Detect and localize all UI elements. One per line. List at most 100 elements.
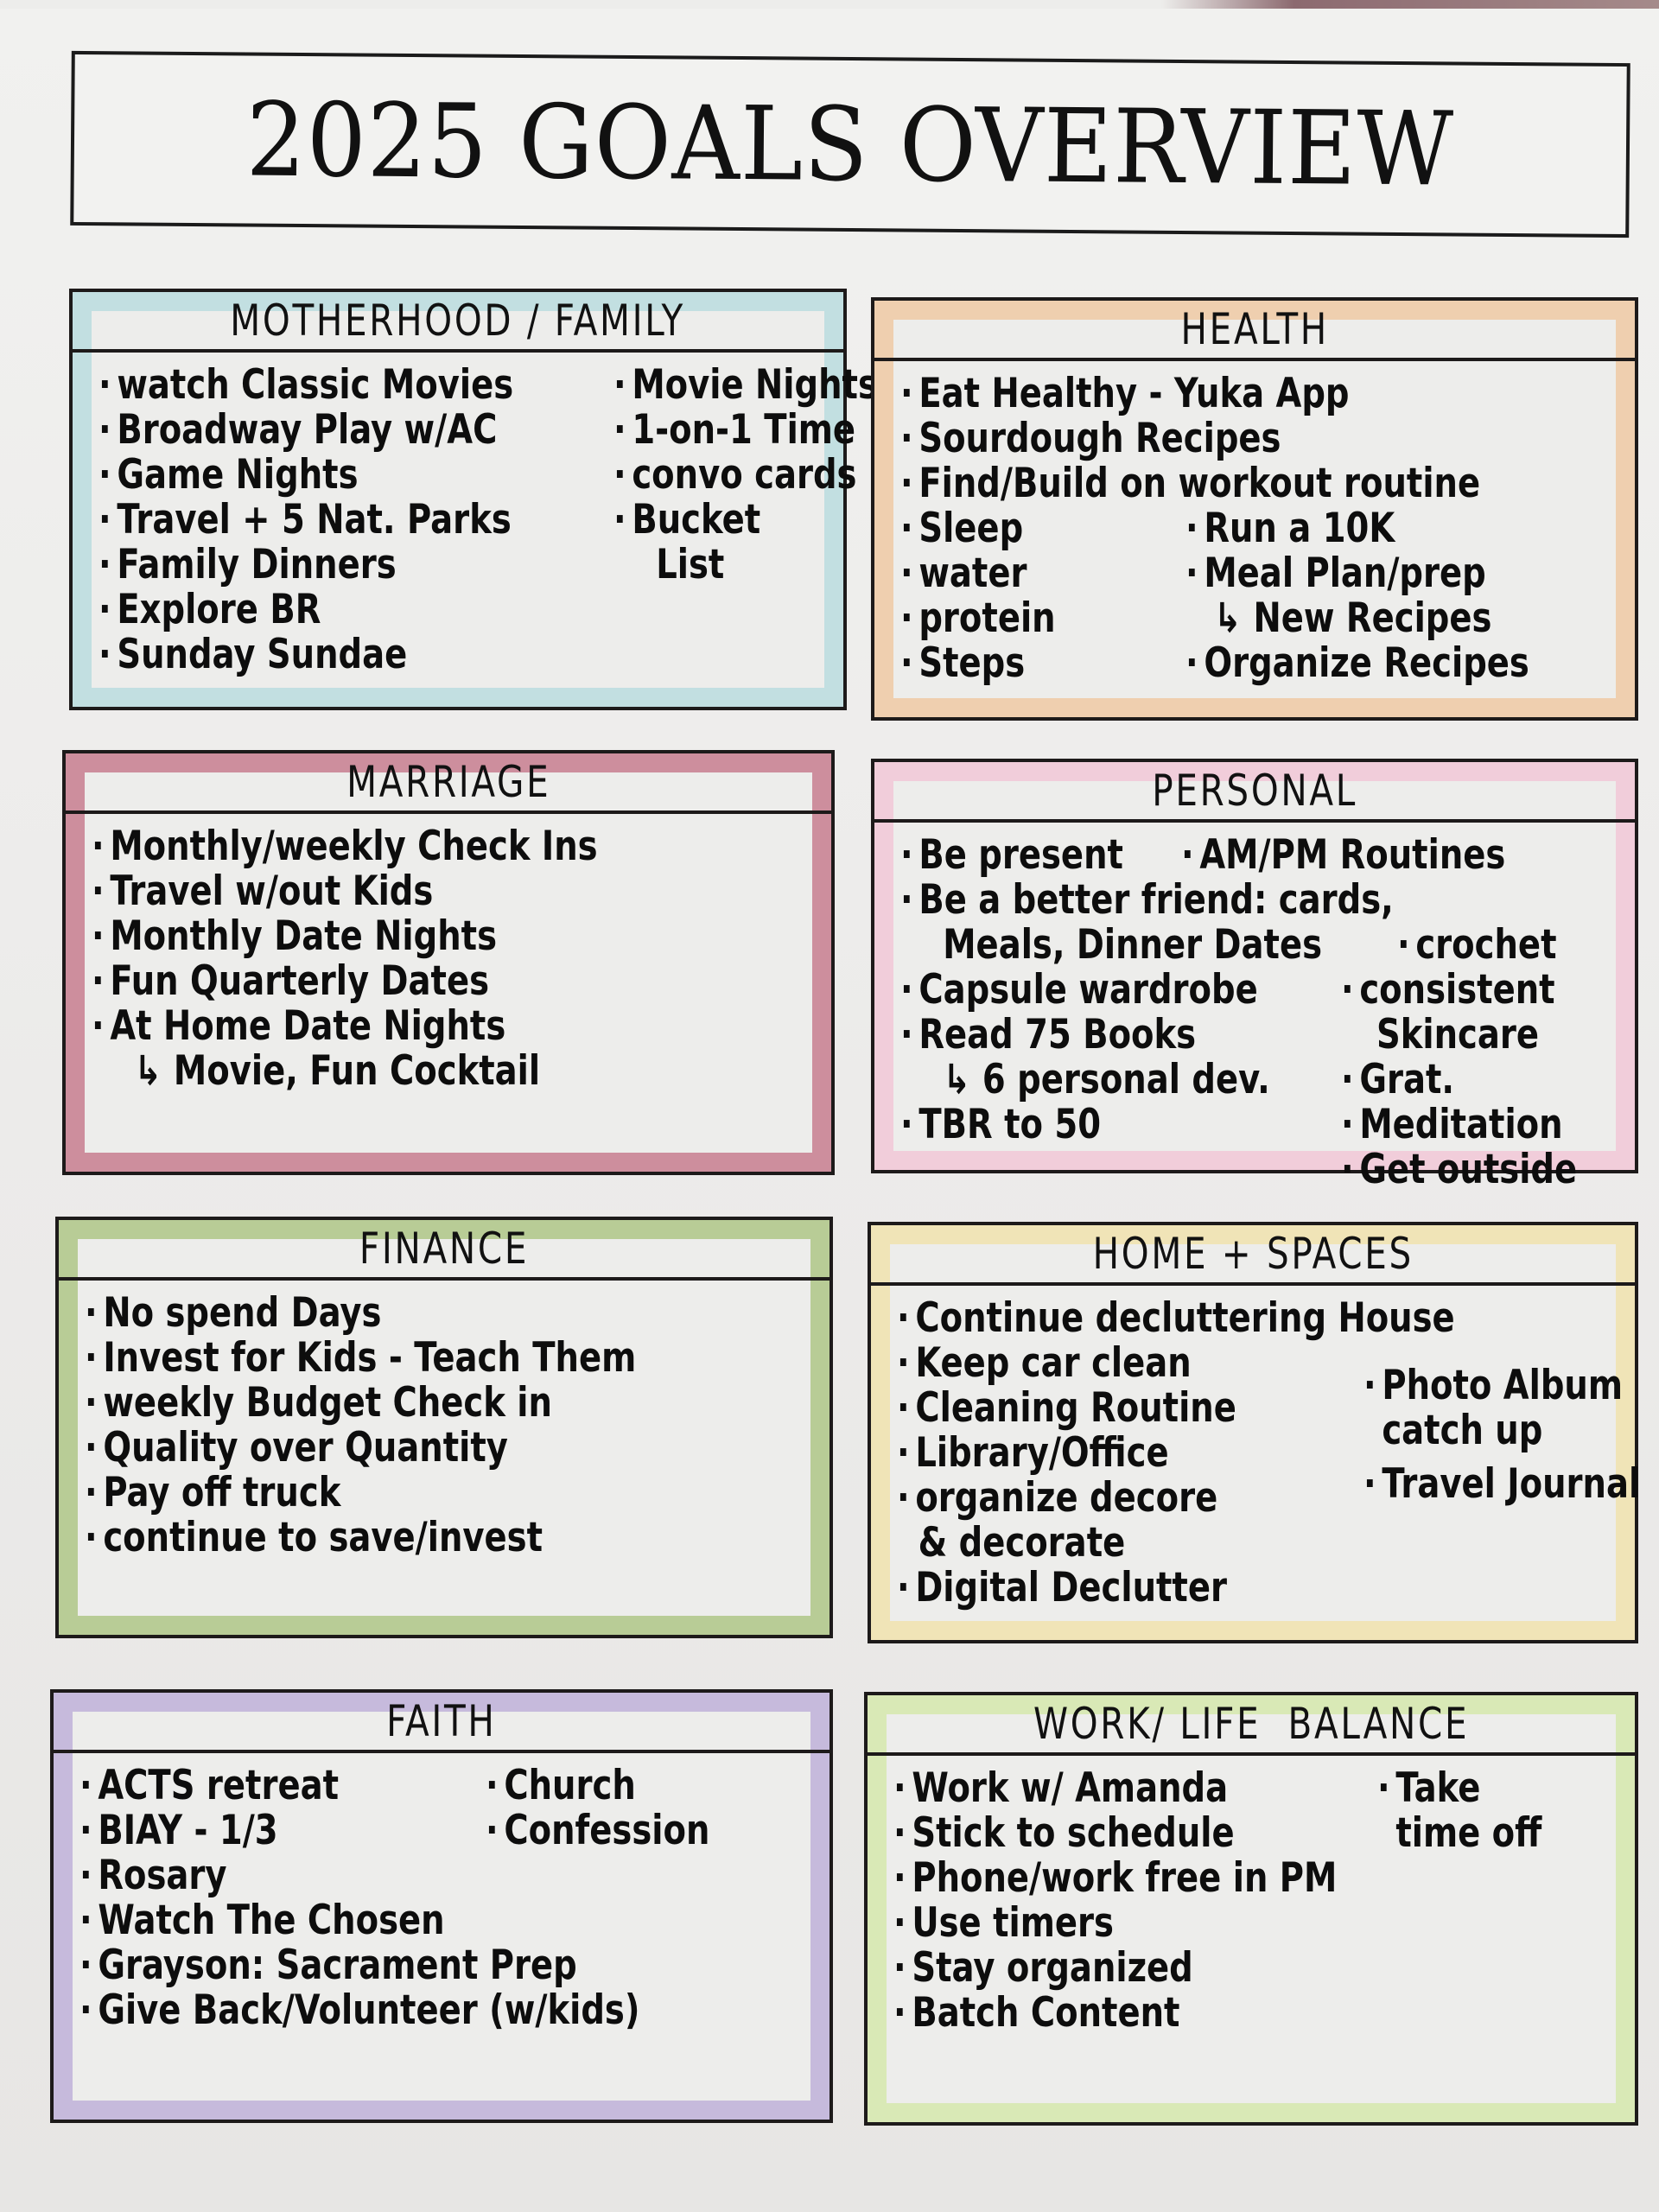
- card-header: MARRIAGE: [66, 753, 831, 814]
- goal-item: ·At Home Date Nights: [92, 1002, 506, 1050]
- goal-item: ·Confession: [486, 1807, 710, 1854]
- goal-item-continued: catch up: [1382, 1407, 1543, 1454]
- goal-item: ·Stick to schedule: [893, 1809, 1235, 1857]
- goal-item: ·Meditation: [1341, 1101, 1563, 1148]
- card-header: FAITH: [54, 1693, 830, 1753]
- card-header: PERSONAL: [874, 762, 1635, 823]
- goal-item: ·Phone/work free in PM: [893, 1854, 1338, 1902]
- card-personal: PERSONAL ·Be present ·AM/PM Routines ·Be…: [871, 759, 1638, 1192]
- goal-item: ·Sleep: [900, 505, 1024, 552]
- card-title: PERSONAL: [1152, 766, 1357, 816]
- card-work-life-balance: WORK/ LIFE BALANCE ·Work w/ Amanda ·Stic…: [864, 1692, 1638, 2126]
- goal-item: ·water: [900, 550, 1027, 597]
- card-header: WORK/ LIFE BALANCE: [868, 1695, 1635, 1756]
- goal-item: ·Explore BR: [99, 586, 321, 633]
- card-title: HEALTH: [1180, 304, 1329, 354]
- goal-item: ·Steps: [900, 639, 1026, 687]
- goal-item: ·weekly Budget Check in: [85, 1379, 552, 1427]
- goal-item: ·protein: [900, 594, 1056, 642]
- card-title: FINANCE: [359, 1224, 530, 1274]
- card-title: MOTHERHOOD / FAMILY: [230, 296, 686, 346]
- card-title: WORK/ LIFE BALANCE: [1033, 1699, 1470, 1749]
- card-motherhood-family: MOTHERHOOD / FAMILY ·watch Classic Movie…: [69, 289, 877, 710]
- card-header: MOTHERHOOD / FAMILY: [73, 292, 843, 353]
- card-faith: FAITH ·ACTS retreat ·BIAY - 1/3 ·Church …: [50, 1689, 833, 2123]
- goal-item: ·Church: [486, 1762, 636, 1809]
- goal-item: ·Read 75 Books: [900, 1011, 1197, 1058]
- card-title: MARRIAGE: [346, 757, 551, 807]
- card-header: HEALTH: [874, 301, 1635, 361]
- goal-item: ·Invest for Kids - Teach Them: [85, 1334, 637, 1382]
- goal-subitem: ↳ 6 personal dev.: [943, 1056, 1270, 1103]
- card-title: FAITH: [386, 1696, 497, 1746]
- goal-item: ·Keep car clean: [897, 1339, 1192, 1387]
- goal-item: ·Stay organized: [893, 1944, 1193, 1992]
- goal-item: ·ACTS retreat: [79, 1762, 340, 1809]
- goal-item: ·AM/PM Routines: [1180, 831, 1505, 879]
- card-header: FINANCE: [59, 1220, 830, 1281]
- goal-item: ·No spend Days: [85, 1289, 382, 1337]
- goal-item: ·Grayson: Sacrament Prep: [79, 1942, 577, 1989]
- goal-item: ·Get outside: [1341, 1146, 1578, 1193]
- goal-item: ·Sourdough Recipes: [900, 415, 1281, 462]
- goal-item: ·Broadway Play w/AC: [99, 406, 498, 454]
- page-title: 2025 GOALS OVERVIEW: [245, 79, 1455, 209]
- goal-item: ·Photo Album: [1363, 1362, 1624, 1409]
- goal-item: ·Bucket: [613, 496, 760, 543]
- goal-item-continued: Meals, Dinner Dates: [943, 921, 1323, 969]
- goal-item: ·Game Nights: [99, 451, 359, 499]
- goal-item: ·Rosary: [79, 1852, 227, 1899]
- goal-item: ·Sunday Sundae: [99, 631, 408, 678]
- goal-item: ·Give Back/Volunteer (w/kids): [79, 1986, 640, 2034]
- goal-item: ·Run a 10K: [1185, 505, 1395, 552]
- goal-item: ·Watch The Chosen: [79, 1897, 445, 1944]
- goal-item: ·Batch Content: [893, 1989, 1180, 2037]
- goal-item: ·convo cards: [613, 451, 857, 499]
- goal-item: ·Pay off truck: [85, 1469, 341, 1516]
- goal-item: ·Fun Quarterly Dates: [92, 957, 490, 1005]
- goal-item: ·Quality over Quantity: [85, 1424, 508, 1471]
- goal-item: ·Family Dinners: [99, 541, 397, 588]
- goal-item: ·1-on-1 Time: [613, 406, 855, 454]
- goal-item-continued: & decorate: [918, 1519, 1126, 1567]
- goal-item-continued: time off: [1395, 1809, 1542, 1857]
- goal-item: ·crochet: [1397, 921, 1557, 969]
- goal-item: ·Organize Recipes: [1185, 639, 1529, 687]
- goal-item: ·organize decore: [897, 1474, 1218, 1522]
- goal-item: ·TBR to 50: [900, 1101, 1102, 1148]
- goal-item: ·Monthly/weekly Check Ins: [92, 823, 598, 870]
- goal-item: ·watch Classic Movies: [99, 361, 514, 409]
- goal-item: ·Eat Healthy - Yuka App: [900, 370, 1350, 417]
- card-home-spaces: HOME + SPACES ·Continue decluttering Hou…: [868, 1222, 1641, 1643]
- goal-item: ·Travel w/out Kids: [92, 868, 434, 915]
- goal-item: ·Capsule wardrobe: [900, 966, 1258, 1014]
- goal-item: ·Cleaning Routine: [897, 1384, 1236, 1432]
- goal-item: ·consistent: [1341, 966, 1555, 1014]
- goal-item-continued: Skincare: [1376, 1011, 1540, 1058]
- goal-item: ·Find/Build on workout routine: [900, 460, 1481, 507]
- goal-item: ·Monthly Date Nights: [92, 912, 498, 960]
- goal-item-continued: List: [655, 541, 724, 588]
- goal-item: ·Travel + 5 Nat. Parks: [99, 496, 512, 543]
- goal-item: ·Grat.: [1341, 1056, 1455, 1103]
- card-title: HOME + SPACES: [1092, 1229, 1414, 1279]
- goal-subitem: ↳ New Recipes: [1213, 594, 1492, 642]
- goal-item: ·Take: [1377, 1764, 1481, 1812]
- goal-item: ·Library/Office: [897, 1429, 1169, 1477]
- goal-item: ·Meal Plan/prep: [1185, 550, 1486, 597]
- goal-item: ·Digital Declutter: [897, 1564, 1228, 1611]
- goal-item: ·continue to save/invest: [85, 1514, 543, 1561]
- title-banner: 2025 GOALS OVERVIEW: [70, 50, 1630, 238]
- goal-item: ·BIAY - 1/3: [79, 1807, 278, 1854]
- goal-item: ·Continue decluttering House: [897, 1294, 1455, 1342]
- card-marriage: MARRIAGE ·Monthly/weekly Check Ins ·Trav…: [62, 750, 835, 1175]
- goal-item: ·Travel Journal: [1363, 1460, 1641, 1508]
- goal-subitem: ↳ Movie, Fun Cocktail: [134, 1047, 541, 1095]
- goal-item: ·Be a better friend: cards,: [900, 876, 1394, 924]
- goal-item: ·Work w/ Amanda: [893, 1764, 1229, 1812]
- goal-item: ·Be present: [900, 831, 1123, 879]
- card-health: HEALTH ·Eat Healthy - Yuka App ·Sourdoug…: [871, 297, 1638, 721]
- goal-item: ·Use timers: [893, 1899, 1114, 1947]
- goal-item: ·Movie Nights: [613, 361, 878, 409]
- card-header: HOME + SPACES: [871, 1225, 1635, 1286]
